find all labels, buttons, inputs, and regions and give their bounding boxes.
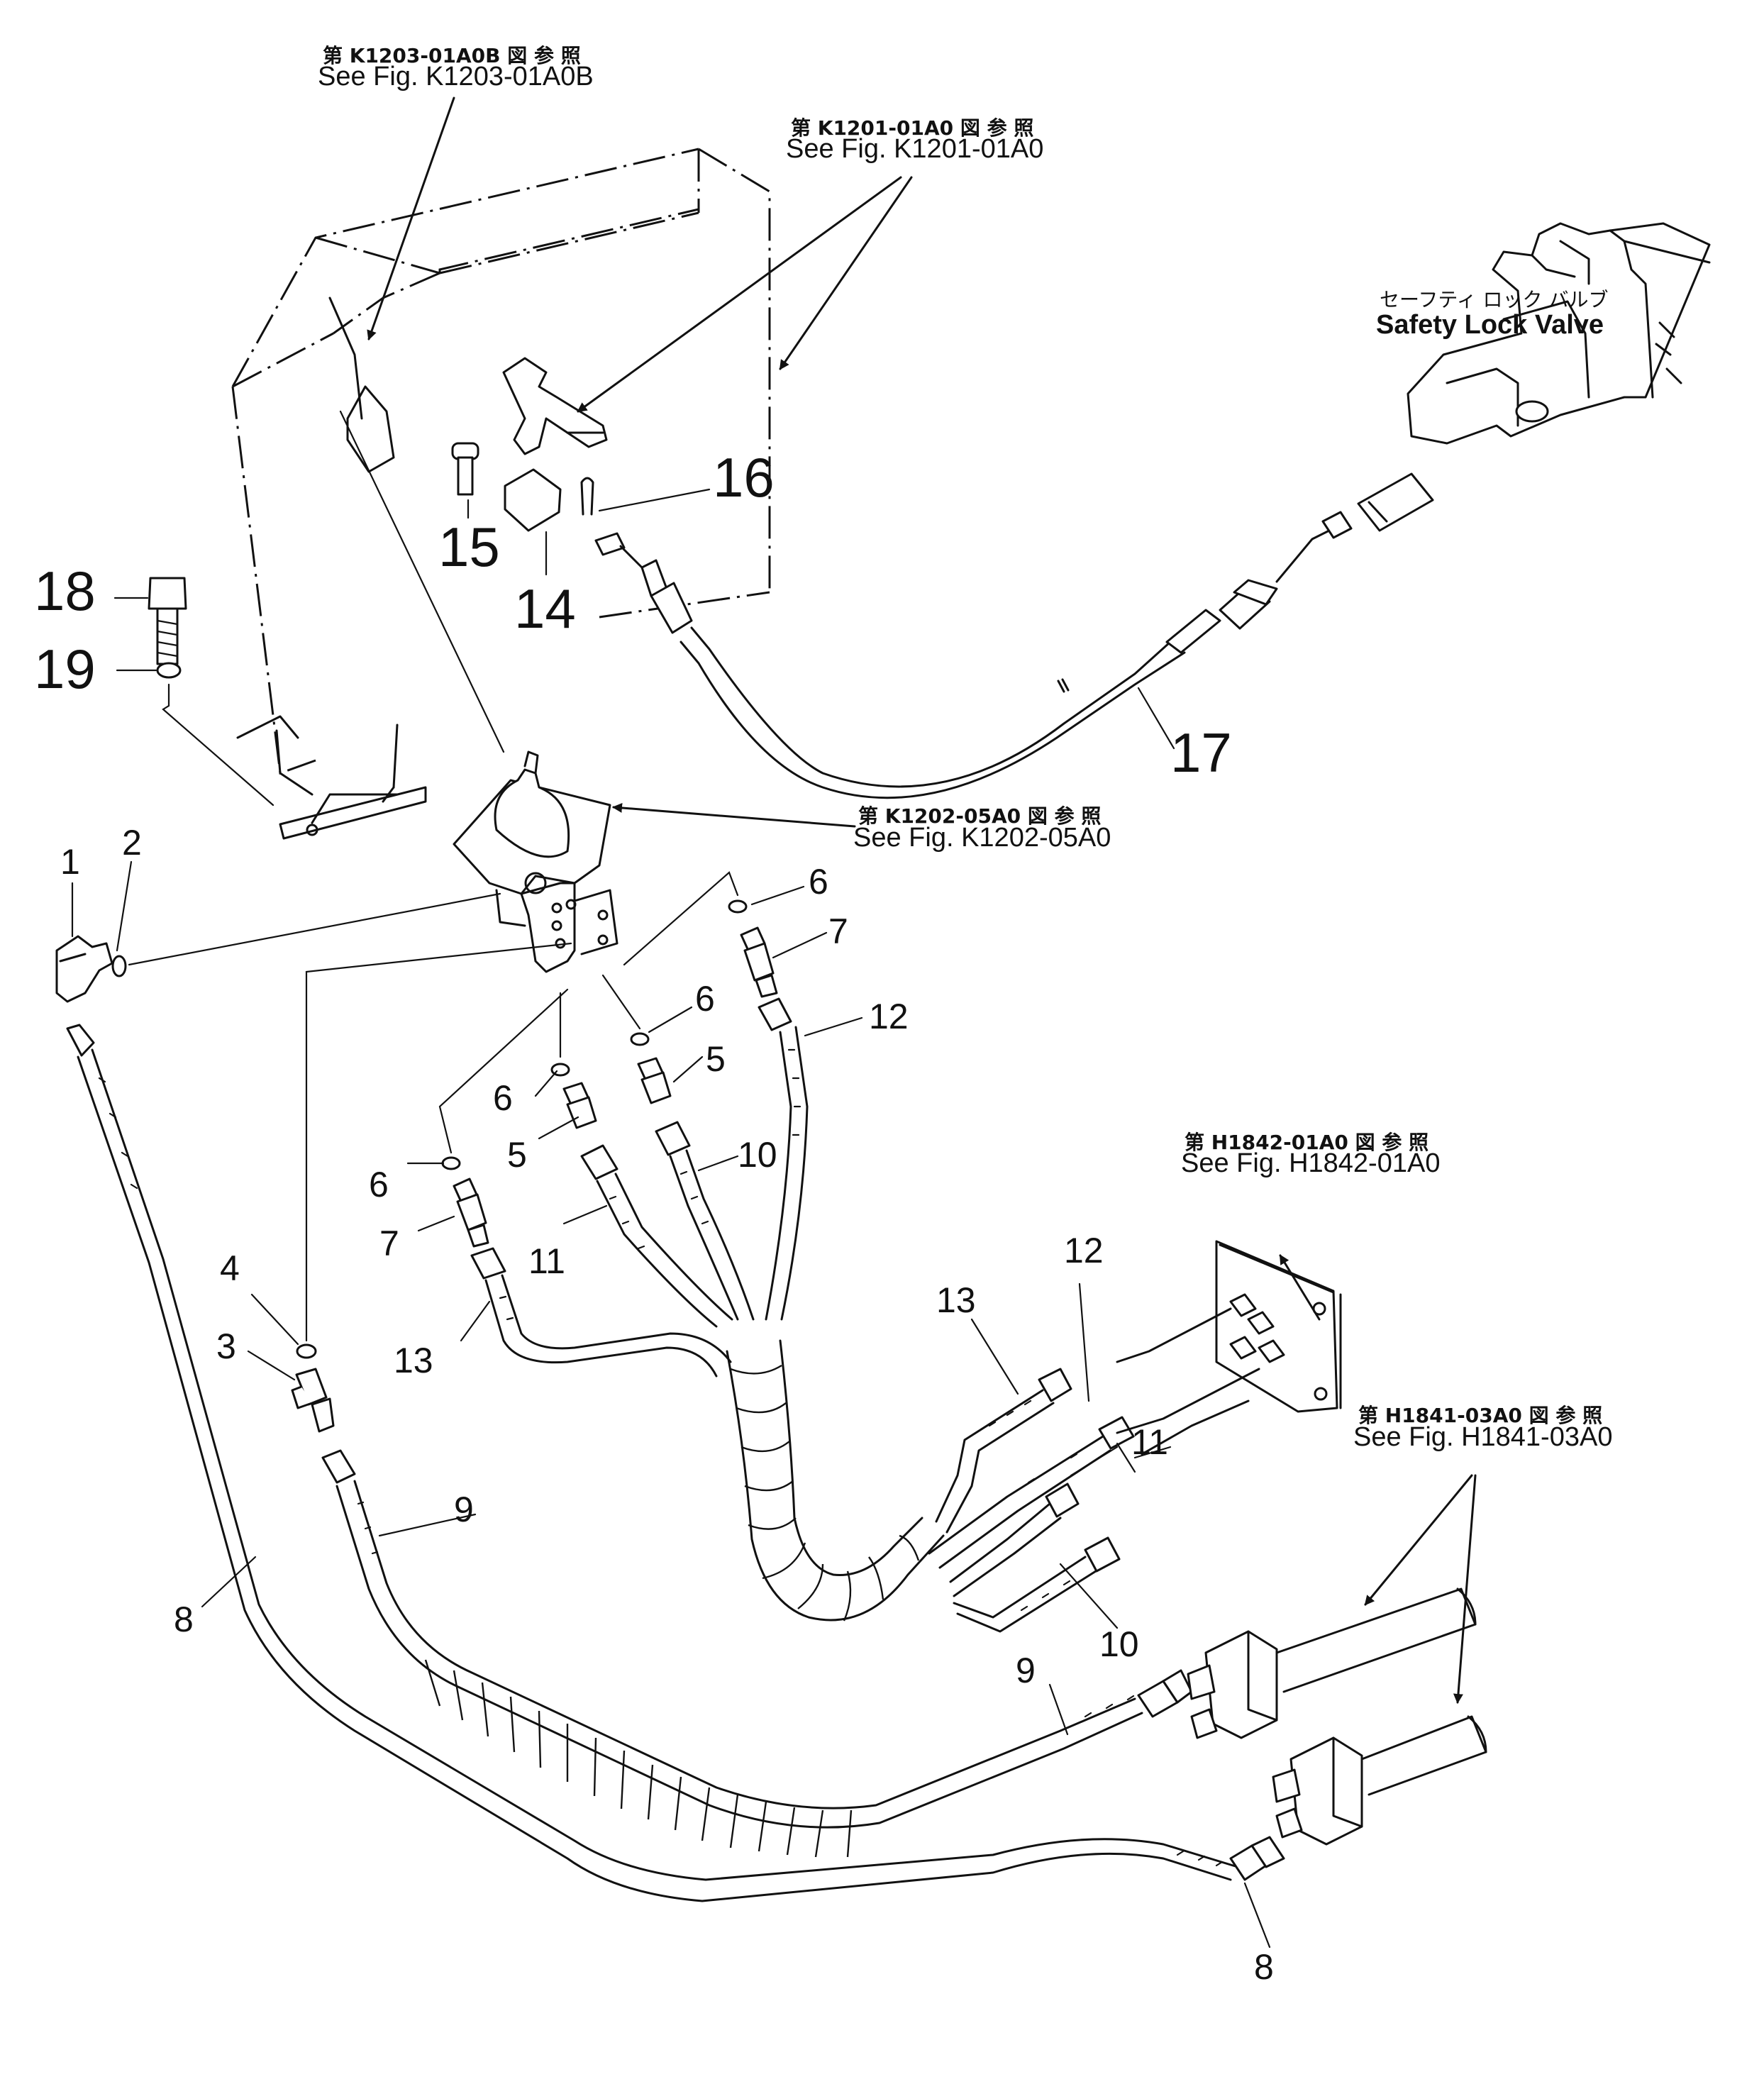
- reference-label-k1202: 第 K1202-05A0 図 参 照 See Fig. K1202-05A0: [853, 804, 1111, 853]
- hose-12: [758, 997, 809, 1321]
- callout-number: 11: [528, 1241, 565, 1281]
- reference-label-jp: 第 K1202-05A0 図 参 照: [858, 804, 1101, 828]
- callout-number: 9: [1016, 1651, 1036, 1690]
- lock-lever: [502, 357, 608, 455]
- lever-part: [328, 296, 395, 473]
- reference-label-en: See Fig. K1201-01A0: [786, 134, 1043, 164]
- reference-label-en: See Fig. K1203-01A0B: [318, 62, 594, 92]
- part-5-adapter: [637, 1057, 672, 1104]
- callout-number: 16: [713, 446, 775, 509]
- hose-9: [321, 1449, 1193, 1829]
- hose-10: [655, 1121, 755, 1321]
- part-14-block: [504, 468, 562, 532]
- part-6-oring: [441, 1156, 461, 1170]
- callout-number: 18: [34, 560, 96, 622]
- callout-number: 12: [1064, 1231, 1104, 1270]
- callout-number: 4: [220, 1248, 240, 1288]
- part-6-oring: [630, 1032, 650, 1046]
- part-5-adapter: [562, 1082, 597, 1129]
- valve-label: セーフティ ロック バルブ Safety Lock Valve: [1376, 288, 1608, 340]
- alignment-lines: [128, 410, 739, 1342]
- callout-number: 17: [1170, 721, 1232, 784]
- callout-number: 6: [809, 862, 828, 902]
- reference-label-h1842: 第 H1842-01A0 図 参 照 See Fig. H1842-01A0: [1181, 1131, 1440, 1178]
- reference-label-jp: 第 H1841-03A0 図 参 照: [1358, 1404, 1602, 1427]
- callout-number: 15: [438, 516, 500, 578]
- hose-13: [470, 1247, 732, 1378]
- spiral-guard-lower: [424, 1659, 853, 1858]
- reference-label-jp: 第 K1201-01A0 図 参 照: [791, 116, 1033, 140]
- reference-arrows: [367, 96, 1477, 1704]
- callout-number: 14: [514, 577, 576, 640]
- callout-leaders: [71, 488, 1271, 1949]
- reference-label-en: See Fig. K1202-05A0: [853, 823, 1111, 853]
- callout-number: 1: [60, 842, 80, 882]
- callout-number: 13: [394, 1341, 433, 1380]
- reference-label-jp: 第 H1842-01A0 図 参 照: [1185, 1131, 1429, 1154]
- ppc-valve: [453, 750, 618, 973]
- callout-number: 6: [493, 1078, 513, 1118]
- spiral-guard-upper: [726, 1339, 945, 1622]
- part-6-oring: [728, 899, 748, 914]
- part-1-elbow: [55, 935, 113, 1003]
- callout-number: 3: [216, 1326, 236, 1366]
- callout-number: 12: [869, 997, 909, 1036]
- callout-number: 10: [738, 1135, 777, 1175]
- hose-8: [66, 1024, 1285, 1902]
- valve-h1841-lower: [1272, 1715, 1487, 1846]
- callout-number: 8: [174, 1600, 194, 1639]
- reference-label-h1841: 第 H1841-03A0 図 参 照 See Fig. H1841-03A0: [1353, 1404, 1612, 1452]
- cable-17: [594, 472, 1434, 799]
- part-15-bolt: [451, 442, 479, 496]
- valve-label-jp: セーフティ ロック バルブ: [1380, 288, 1608, 311]
- callout-number: 6: [369, 1165, 389, 1204]
- callout-number: 7: [828, 911, 848, 951]
- valve-h1841-upper: [1187, 1587, 1477, 1739]
- reference-label-en: See Fig. H1841-03A0: [1353, 1422, 1612, 1452]
- reference-label-en: See Fig. H1842-01A0: [1181, 1148, 1440, 1178]
- callout-number: 6: [695, 979, 715, 1019]
- bracket-h1842: [1116, 1240, 1342, 1456]
- callout-number: 11: [1131, 1422, 1168, 1462]
- hose-branches-right: [928, 1368, 1135, 1633]
- part-7-adapter: [453, 1177, 489, 1248]
- part-7-adapter: [740, 926, 778, 998]
- part-2-oring: [111, 955, 127, 977]
- callout-number: 5: [706, 1039, 726, 1079]
- hose-11: [580, 1144, 733, 1328]
- safety-lock-valve: [1407, 222, 1711, 445]
- callout-number: 7: [379, 1224, 399, 1263]
- callout-number: 19: [34, 638, 96, 700]
- part-3-adapter: [291, 1368, 335, 1433]
- valve-label-en: Safety Lock Valve: [1376, 310, 1604, 340]
- reference-label-k1201: 第 K1201-01A0 図 参 照 See Fig. K1201-01A0: [786, 116, 1043, 164]
- part-4-oring: [296, 1343, 317, 1359]
- console-box: [231, 148, 771, 840]
- callout-number: 10: [1099, 1624, 1139, 1664]
- part-16-pin: [580, 477, 594, 516]
- callout-number: 9: [454, 1490, 474, 1529]
- callout-number: 5: [507, 1135, 527, 1175]
- reference-label-k1203: 第 K1203-01A0B 図 参 照 See Fig. K1203-01A0B: [318, 44, 594, 92]
- reference-label-jp: 第 K1203-01A0B 図 参 照: [323, 44, 581, 67]
- callout-number: 2: [122, 823, 142, 863]
- part-18-bolt: [148, 577, 187, 665]
- part-19-washer: [156, 662, 182, 679]
- callout-number: 8: [1254, 1947, 1274, 1987]
- callout-number: 13: [936, 1280, 976, 1320]
